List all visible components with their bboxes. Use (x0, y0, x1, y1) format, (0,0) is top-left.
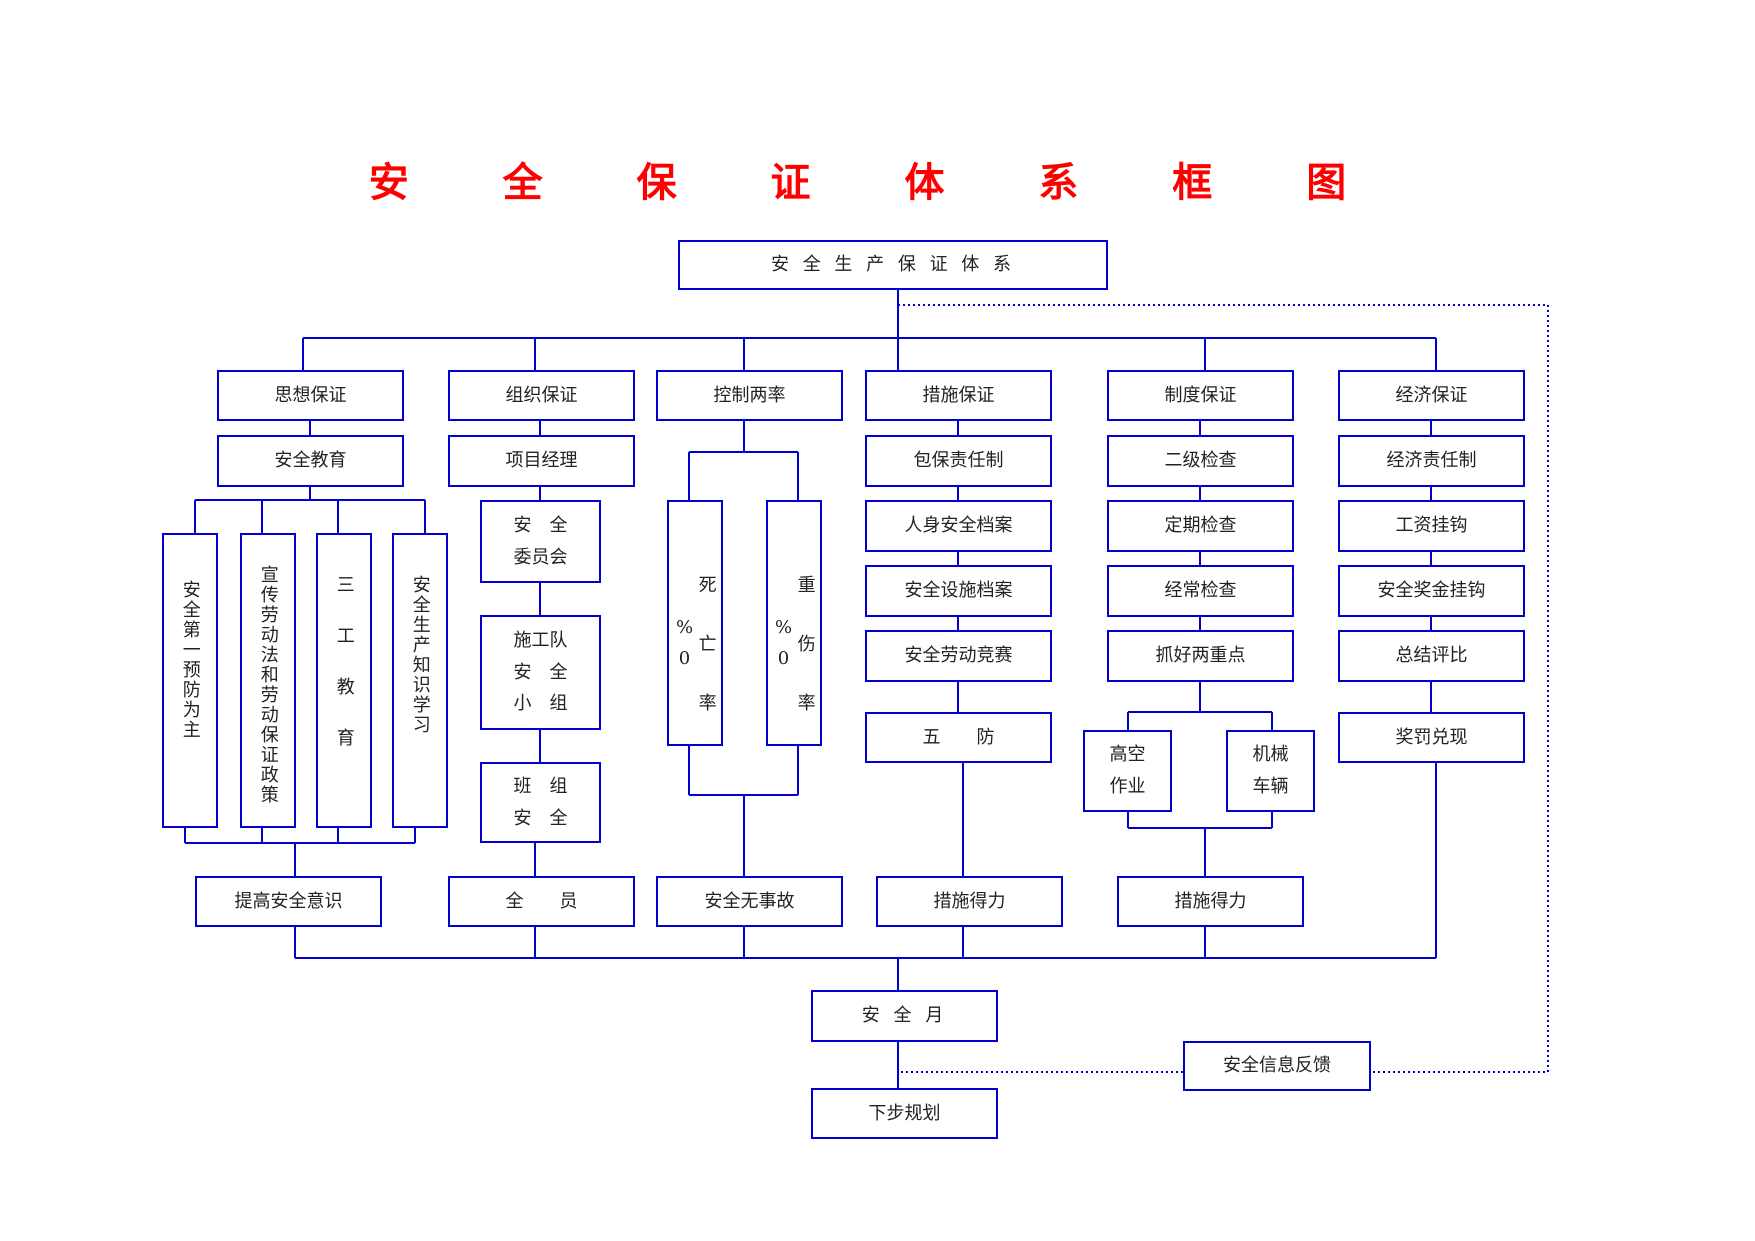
death-rate-label: 死 亡 率 %0 (674, 575, 717, 721)
safety-committee-line-2: 委员会 (513, 546, 568, 568)
system-item-3: 经常检查 (1107, 565, 1294, 617)
safety-committee-line-1: 安 全 (513, 514, 568, 536)
injury-rate-box: 重 伤 率 %0 (766, 500, 822, 746)
result-organization: 全 员 (448, 876, 635, 927)
death-rate-box: 死 亡 率 %0 (667, 500, 723, 746)
group-safety-line-1: 班 组 (513, 775, 568, 797)
item-thought-1-label: 安全第一预防为主 (179, 580, 201, 740)
diagram-title: 安 全 保 证 体 系 框 图 (368, 159, 1387, 206)
header-measures: 措施保证 (865, 370, 1052, 421)
result-organization-label: 全 员 (505, 890, 578, 912)
safety-committee-box: 安 全 委员会 (480, 500, 601, 583)
team-safety-line-1: 施工队 (513, 630, 568, 652)
machinery-vehicle-line-1: 机械 (1252, 744, 1289, 766)
root-label: 安 全 生 产 保 证 体 系 (770, 254, 1016, 276)
item-thought-2-label: 宣传劳动法和劳动保证政策 (257, 565, 279, 805)
high-altitude-line-1: 高空 (1109, 744, 1146, 766)
item-thought-3-label: 三 工 教 育 (333, 575, 355, 752)
system-item-2-label: 定期检查 (1164, 515, 1237, 537)
header-economy: 经济保证 (1338, 370, 1525, 421)
header-thought: 思想保证 (217, 370, 404, 421)
system-item-4: 抓好两重点 (1107, 630, 1294, 682)
economy-item-2-label: 工资挂钩 (1395, 515, 1468, 537)
item-thought-2: 宣传劳动法和劳动保证政策 (240, 533, 296, 828)
result-system: 措施得力 (1117, 876, 1304, 927)
economy-item-3: 安全奖金挂钩 (1338, 565, 1525, 617)
item-thought-4: 安全生产知识学习 (392, 533, 448, 828)
five-prevention-label: 五 防 (922, 726, 995, 748)
safety-month-box: 安 全 月 (811, 990, 998, 1042)
measures-item-3-label: 安全设施档案 (904, 580, 1013, 602)
item-thought-3: 三 工 教 育 (316, 533, 372, 828)
system-item-2: 定期检查 (1107, 500, 1294, 552)
high-altitude-box: 高空 作业 (1083, 730, 1172, 812)
header-economy-label: 经济保证 (1395, 384, 1468, 406)
result-measures-label: 措施得力 (933, 890, 1006, 912)
item-thought-1: 安全第一预防为主 (162, 533, 218, 828)
feedback-label: 安全信息反馈 (1223, 1055, 1331, 1077)
next-plan-box: 下步规划 (811, 1088, 998, 1139)
header-thought-label: 思想保证 (274, 384, 347, 406)
economy-item-4: 总结评比 (1338, 630, 1525, 682)
item-thought-4-label: 安全生产知识学习 (409, 575, 431, 735)
system-item-3-label: 经常检查 (1164, 580, 1237, 602)
economy-item-3-label: 安全奖金挂钩 (1377, 580, 1486, 602)
sub-thought-label: 安全教育 (274, 450, 347, 472)
measures-item-4-label: 安全劳动竞赛 (904, 645, 1013, 667)
result-system-label: 措施得力 (1174, 890, 1247, 912)
header-organization-label: 组织保证 (505, 384, 578, 406)
injury-rate-label: 重 伤 率 %0 (773, 575, 816, 721)
economy-item-1: 经济责任制 (1338, 435, 1525, 487)
sub-organization-label: 项目经理 (505, 450, 578, 472)
economy-item-2: 工资挂钩 (1338, 500, 1525, 552)
result-thought: 提高安全意识 (195, 876, 382, 927)
reward-penalty-label: 奖罚兑现 (1395, 726, 1468, 748)
economy-item-1-label: 经济责任制 (1386, 450, 1477, 472)
machinery-vehicle-box: 机械 车辆 (1226, 730, 1315, 812)
measures-item-1-label: 包保责任制 (913, 450, 1004, 472)
result-measures: 措施得力 (876, 876, 1063, 927)
next-plan-label: 下步规划 (868, 1102, 941, 1124)
system-item-1: 二级检查 (1107, 435, 1294, 487)
root-box: 安 全 生 产 保 证 体 系 (678, 240, 1108, 290)
team-safety-line-2: 安 全 (513, 661, 568, 683)
five-prevention-box: 五 防 (865, 712, 1052, 763)
sub-organization: 项目经理 (448, 435, 635, 487)
measures-item-1: 包保责任制 (865, 435, 1052, 487)
group-safety-box: 班 组 安 全 (480, 762, 601, 843)
group-safety-line-2: 安 全 (513, 807, 568, 829)
system-item-1-label: 二级检查 (1164, 450, 1237, 472)
result-thought-label: 提高安全意识 (234, 890, 343, 912)
measures-item-4: 安全劳动竞赛 (865, 630, 1052, 682)
reward-penalty-box: 奖罚兑现 (1338, 712, 1525, 763)
header-organization: 组织保证 (448, 370, 635, 421)
header-system-label: 制度保证 (1164, 384, 1237, 406)
team-safety-box: 施工队 安 全 小 组 (480, 615, 601, 730)
header-measures-label: 措施保证 (922, 384, 995, 406)
safety-month-label: 安 全 月 (861, 1005, 948, 1027)
result-control-label: 安全无事故 (704, 890, 795, 912)
high-altitude-line-2: 作业 (1109, 776, 1146, 797)
sub-thought: 安全教育 (217, 435, 404, 487)
measures-item-2: 人身安全档案 (865, 500, 1052, 552)
header-control-label: 控制两率 (713, 384, 786, 406)
measures-item-2-label: 人身安全档案 (904, 515, 1013, 537)
measures-item-3: 安全设施档案 (865, 565, 1052, 617)
header-system: 制度保证 (1107, 370, 1294, 421)
feedback-box: 安全信息反馈 (1183, 1041, 1371, 1091)
result-control: 安全无事故 (656, 876, 843, 927)
team-safety-line-3: 小 组 (513, 693, 568, 715)
machinery-vehicle-line-2: 车辆 (1252, 776, 1289, 797)
economy-item-4-label: 总结评比 (1395, 645, 1468, 667)
header-control: 控制两率 (656, 370, 843, 421)
system-item-4-label: 抓好两重点 (1155, 645, 1246, 667)
